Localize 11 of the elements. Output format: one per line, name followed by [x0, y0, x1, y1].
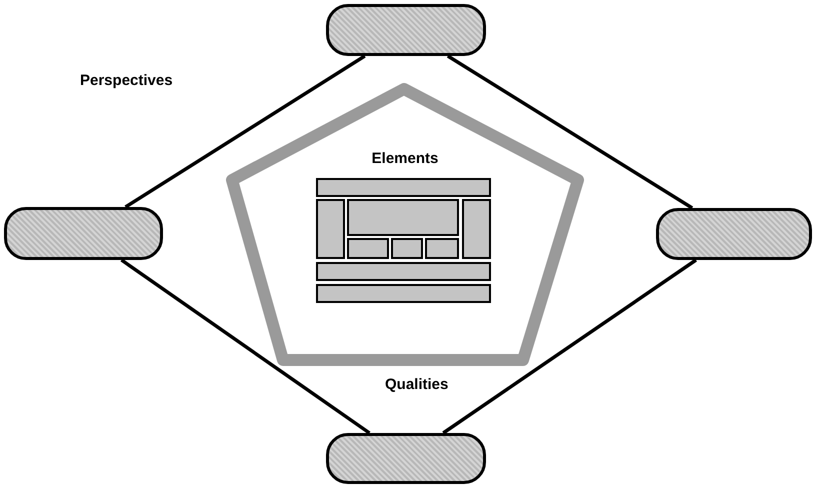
rounded-box [326, 4, 486, 56]
connector-line [124, 54, 366, 208]
label-text: Qualities [385, 376, 448, 393]
label-text: Perspectives [80, 72, 173, 89]
connector-line [442, 258, 697, 434]
connector-line [120, 258, 370, 434]
rounded-box [656, 208, 812, 260]
rounded-box [4, 207, 163, 260]
connector-line [446, 54, 694, 210]
rounded-box [326, 433, 486, 484]
node-title: Elements [372, 150, 438, 167]
